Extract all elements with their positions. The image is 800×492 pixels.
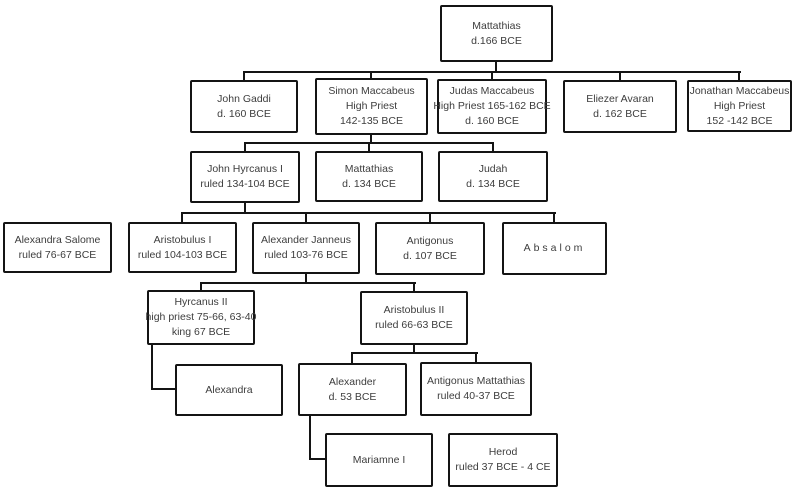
node-text-line: Alexander	[328, 375, 377, 388]
node-text-line: Alexander Janneus	[261, 234, 351, 246]
connector-line	[368, 142, 370, 152]
node-text-line: Aristobulus I	[153, 233, 212, 246]
node-text-line: d. 134 BCE	[342, 177, 396, 190]
connector-line	[244, 142, 246, 152]
node-text-line: ruled 37 BCE - 4 CE	[455, 461, 551, 473]
tree-node-alexander-janneus: Alexander Janneus ruled 103-76 BCE	[252, 222, 360, 274]
node-text-line: king 67 BCE	[171, 326, 231, 338]
node-text-line: d. 134 BCE	[466, 177, 520, 190]
node-text-line: Simon Maccabeus	[328, 85, 415, 97]
node-text-line: Judas Maccabeus	[449, 85, 535, 97]
connector-line	[201, 282, 416, 284]
node-text-line: high priest 75-66, 63-40	[145, 311, 257, 323]
connector-line	[619, 71, 621, 81]
tree-node-mariamne-1: Mariamne I	[325, 433, 433, 487]
node-text-line: d.166 BCE	[471, 34, 522, 47]
tree-node-antigonus-1: Antigonus d. 107 BCE	[375, 222, 485, 275]
connector-line	[151, 345, 153, 390]
node-text-line: Jonathan Maccabeus	[689, 84, 790, 97]
node-text-line: d. 160 BCE	[217, 107, 271, 120]
tree-node-hyrcanus-2: Hyrcanus II high priest 75-66, 63-40 king …	[145, 290, 257, 345]
tree-node-john-gaddi: John Gaddi d. 160 BCE	[190, 80, 298, 133]
connector-line	[305, 274, 307, 284]
tree-node-antigonus-mattathias: Antigonus Mattathias ruled 40-37 BCE	[420, 362, 532, 416]
connector-line	[351, 352, 353, 364]
node-text-line: High Priest	[345, 100, 398, 112]
node-text-line: High Priest	[713, 99, 766, 112]
connector-line	[429, 212, 431, 223]
tree-node-john-hyrcanus-1: John Hyrcanus I ruled 134-104 BCE	[190, 151, 300, 203]
connector-line	[244, 203, 246, 213]
connector-line	[413, 345, 415, 354]
node-text-line: d. 53 BCE	[328, 390, 377, 403]
node-text-line: Antigonus	[406, 234, 454, 247]
connector-line	[492, 142, 494, 152]
node-text-line: Absalom	[523, 242, 586, 254]
node-text-line: ruled 103-76 BCE	[264, 249, 348, 261]
connector-line	[200, 282, 202, 291]
node-text-line: ruled 40-37 BCE	[437, 390, 515, 402]
node-text-line: High Priest 165-162 BCE	[433, 100, 551, 112]
connector-line	[151, 388, 176, 390]
node-text-line: Aristobulus II	[383, 304, 445, 316]
node-text-line: John Gaddi	[217, 92, 271, 105]
node-text-line: Alexandra	[205, 383, 253, 396]
tree-node-aristobulus-1: Aristobulus I ruled 104-103 BCE	[128, 222, 237, 273]
connector-line	[352, 352, 478, 354]
connector-line	[181, 212, 183, 223]
connector-line	[309, 458, 326, 460]
node-text-line: Herod	[488, 446, 518, 458]
connector-line	[413, 282, 415, 292]
node-text-line: d. 107 BCE	[403, 249, 457, 262]
node-text-line: Judah	[478, 162, 508, 175]
connector-line	[495, 62, 497, 72]
connector-line	[370, 135, 372, 144]
connector-line	[370, 71, 372, 79]
connector-line	[738, 71, 740, 81]
tree-node-mattathias-1: Mattathias d.166 BCE	[440, 5, 553, 62]
tree-node-absalom: Absalom	[502, 222, 607, 275]
node-text-line: ruled 76-67 BCE	[18, 248, 97, 261]
connector-line	[475, 352, 477, 363]
node-text-line: Mattathias	[472, 19, 521, 32]
tree-node-eliezer-avaran: Eliezer Avaran d. 162 BCE	[563, 80, 677, 133]
node-text-line: Hyrcanus II	[174, 296, 228, 308]
tree-node-mattathias-2: Mattathias d. 134 BCE	[315, 151, 423, 202]
node-text-line: Antigonus Mattathias	[426, 375, 526, 387]
connector-line	[243, 71, 245, 81]
node-text-line: John Hyrcanus I	[207, 163, 283, 175]
connector-line	[309, 416, 311, 460]
connector-line	[305, 212, 307, 223]
tree-node-judah: Judah d. 134 BCE	[438, 151, 548, 202]
connector-line	[491, 71, 493, 80]
node-text-line: Eliezer Avaran	[586, 92, 654, 105]
tree-node-herod: Herod ruled 37 BCE - 4 CE	[448, 433, 558, 487]
node-text-line: d. 160 BCE	[465, 115, 519, 127]
tree-node-alexandra-salome: Alexandra Salome ruled 76-67 BCE	[3, 222, 112, 273]
node-text-line: ruled 66-63 BCE	[375, 319, 453, 331]
node-text-line: Mariamne I	[352, 453, 406, 466]
node-text-line: 152 -142 BCE	[706, 114, 773, 127]
node-text-line: ruled 104-103 BCE	[137, 248, 228, 261]
tree-node-alexandra-2: Alexandra	[175, 364, 283, 416]
tree-node-alexander-2: Alexander d. 53 BCE	[298, 363, 407, 416]
connector-line	[182, 212, 556, 214]
node-text-line: Mattathias	[344, 162, 394, 175]
connector-line	[553, 212, 555, 223]
node-text-line: 142-135 BCE	[339, 115, 404, 127]
node-text-line: d. 162 BCE	[593, 107, 647, 120]
tree-node-aristobulus-2: Aristobulus II ruled 66-63 BCE	[360, 291, 468, 345]
node-text-line: Alexandra Salome	[14, 233, 101, 246]
node-text-line: ruled 134-104 BCE	[200, 178, 290, 190]
